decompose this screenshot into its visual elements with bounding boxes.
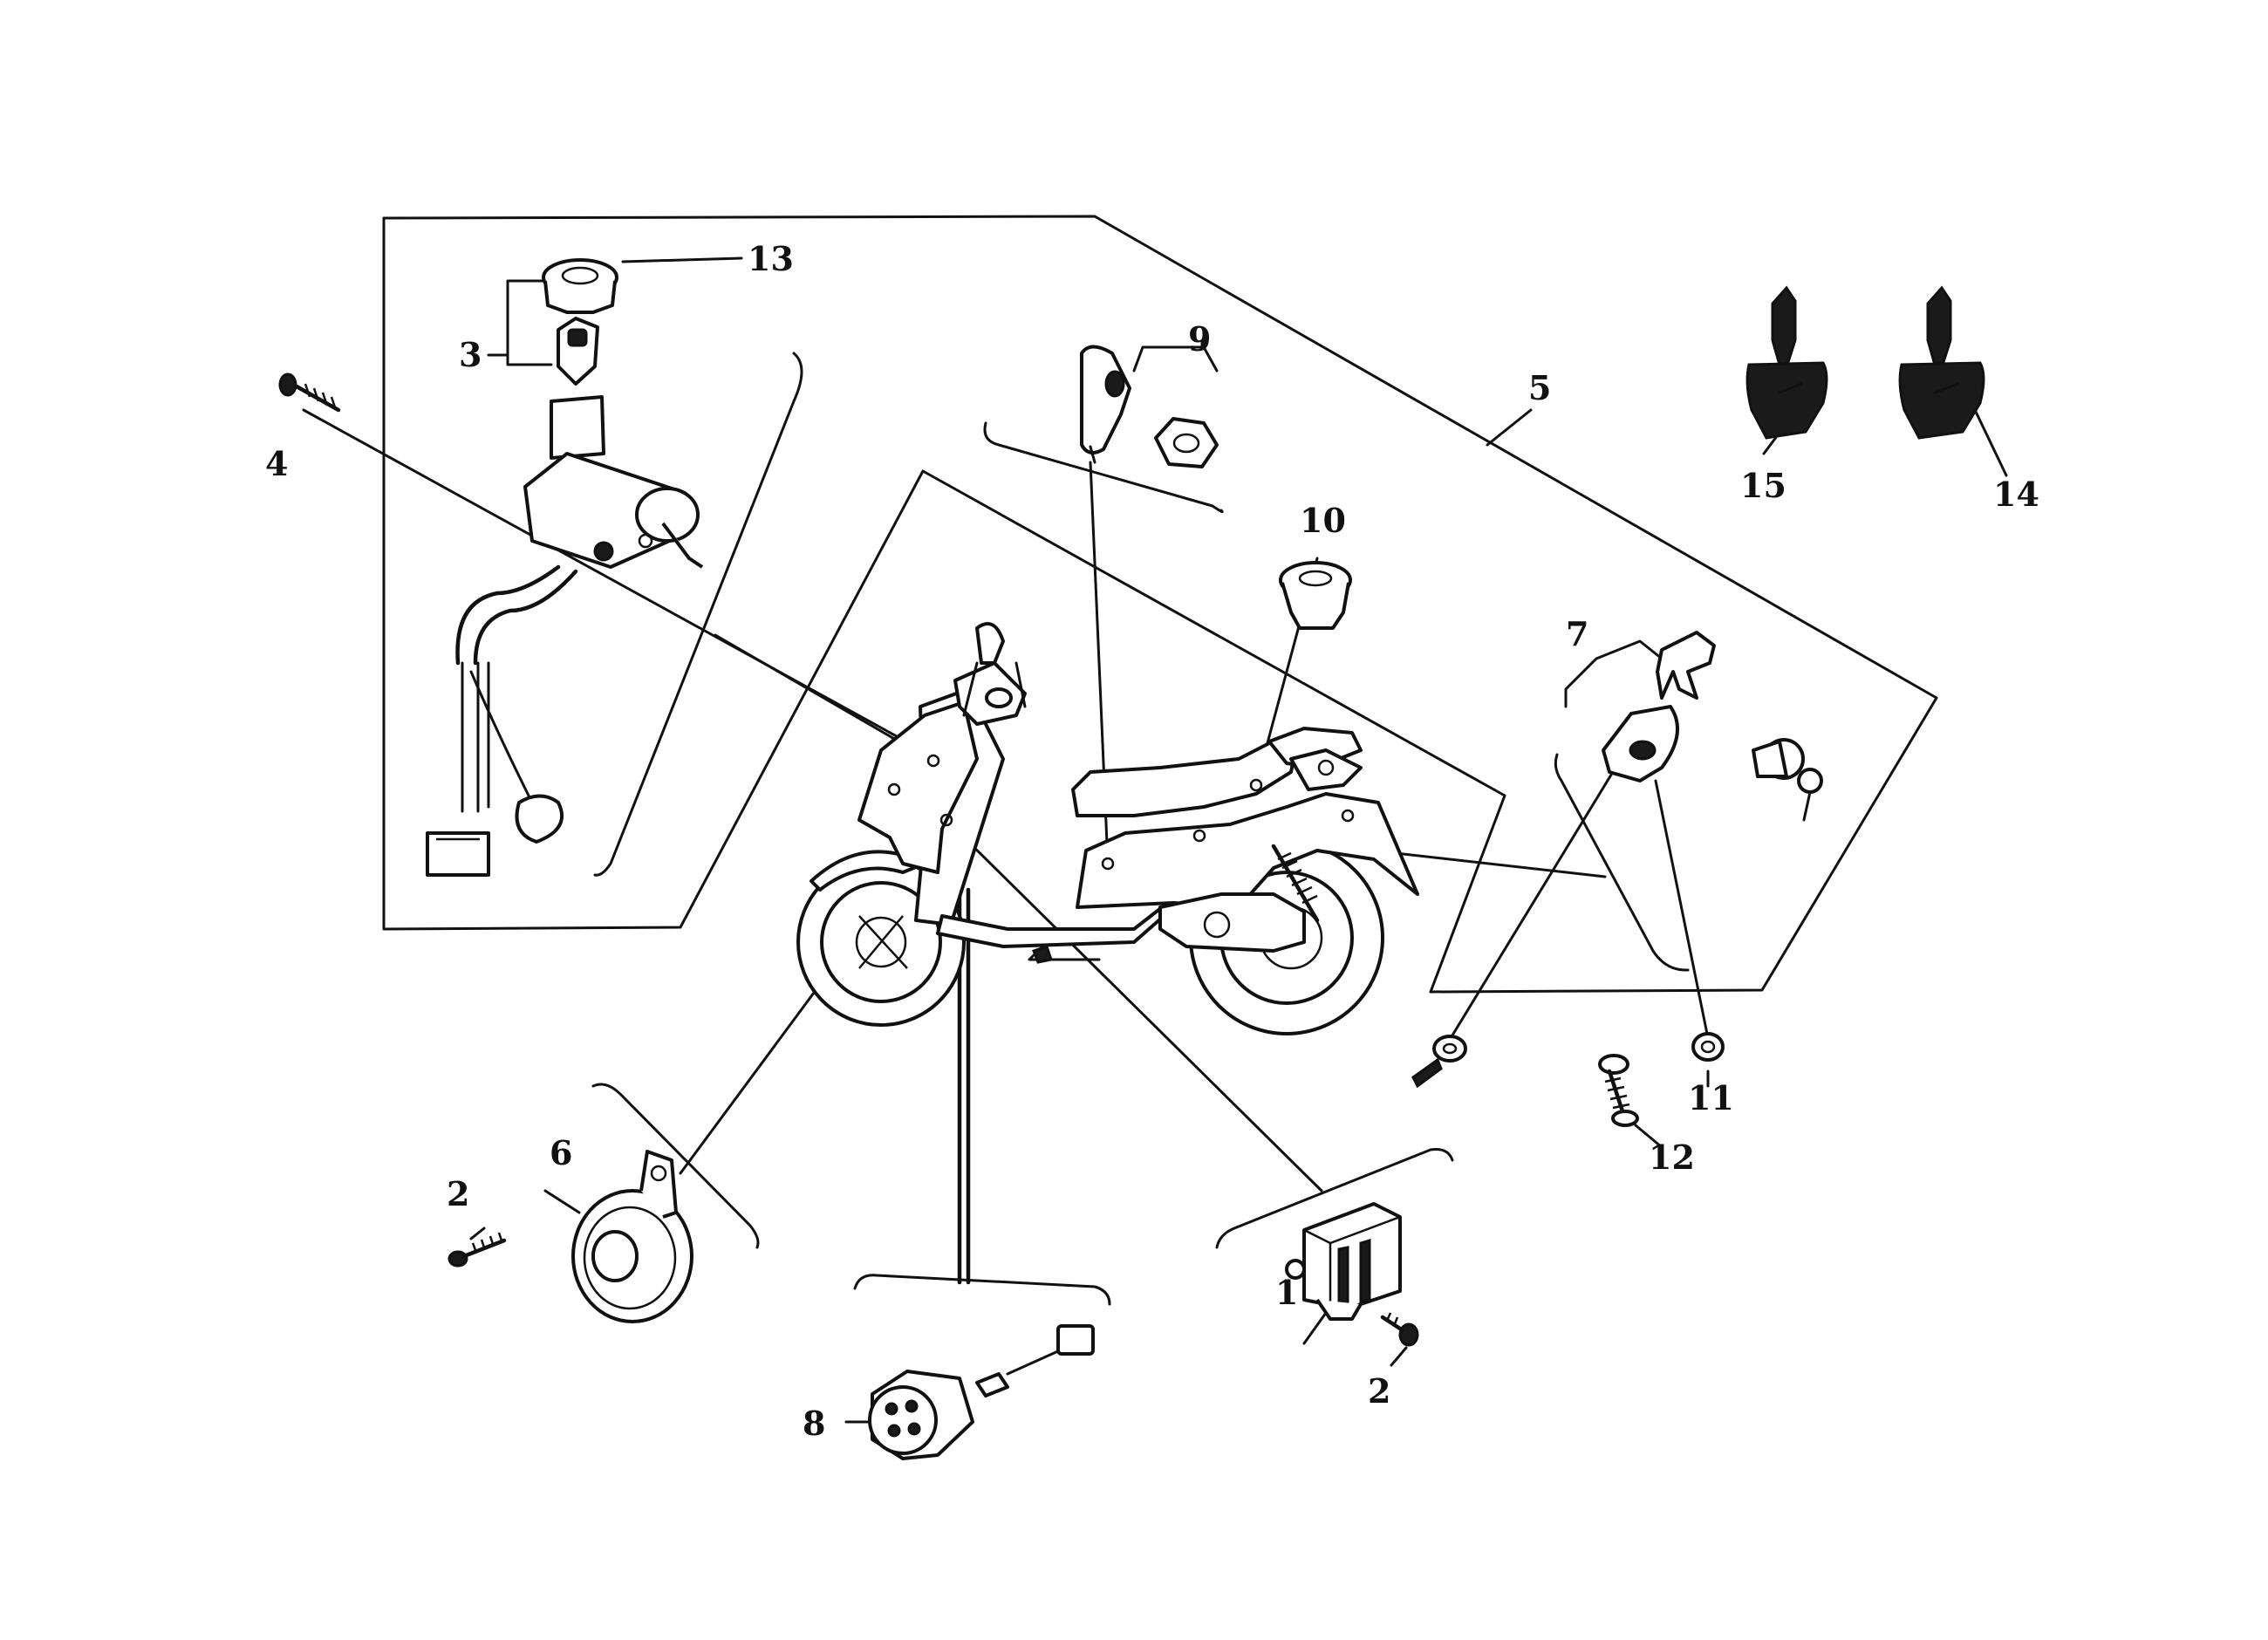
bracket-8 (853, 1274, 1111, 1306)
leader-1-label (1302, 1311, 1328, 1345)
leader-14 (1974, 410, 2008, 477)
label-part-4: 4 (265, 444, 288, 483)
part-1-relay (1285, 1202, 1402, 1321)
bracket-9 (983, 421, 1224, 514)
bracket-6 (591, 1083, 760, 1249)
scooter-illustration (796, 622, 1419, 1035)
part-4-screw (278, 372, 341, 413)
bracket-9b (1132, 345, 1219, 372)
label-part-5: 5 (1528, 368, 1551, 407)
bracket-7b (1564, 639, 1663, 708)
bracket-7 (1554, 753, 1690, 972)
leader-5 (1486, 408, 1533, 447)
outline-ignition-box (382, 216, 1506, 994)
group-outlines (382, 215, 1938, 1306)
outline-main-kit (382, 215, 1938, 994)
leader-4 (302, 408, 939, 761)
bracket-ignition (593, 352, 803, 877)
part-11-washers (1411, 1032, 1725, 1089)
label-part-7: 7 (1566, 614, 1588, 653)
label-part-10: 10 (1300, 501, 1346, 540)
part-10-grommet (1279, 561, 1352, 630)
part-8-switch (868, 1324, 1095, 1460)
label-part-11: 11 (1688, 1078, 1734, 1117)
part-2-screw-horn (447, 1232, 507, 1268)
leader-lines (302, 256, 2008, 1424)
part-13-lock-cover (542, 258, 618, 314)
label-part-12: 12 (1649, 1138, 1695, 1177)
label-part-6: 6 (550, 1133, 572, 1172)
part-labels: 1 2 2 3 4 5 6 7 8 9 10 11 12 13 14 15 (265, 239, 2039, 1443)
part-3-ignition-switch (426, 317, 704, 877)
leader-11b (1654, 779, 1710, 1040)
part-15-key (1745, 285, 1828, 440)
leader-11a (1446, 762, 1620, 1044)
label-part-3: 3 (459, 335, 482, 374)
leader-13 (621, 256, 743, 263)
part-2-screw-relay (1380, 1312, 1419, 1347)
bracket-3 (506, 279, 553, 366)
label-part-14: 14 (1993, 475, 2039, 514)
bracket-1 (1215, 1148, 1454, 1249)
label-part-8: 8 (803, 1404, 825, 1443)
part-6-horn (571, 1150, 693, 1323)
part-9-lock-nut (1080, 345, 1219, 468)
part-7-seat-lock (1602, 631, 1823, 822)
label-part-15: 15 (1740, 466, 1786, 505)
label-part-13: 13 (748, 239, 794, 278)
part-14-key (1898, 285, 1985, 440)
leader-12 (1634, 1124, 1663, 1149)
label-part-2-relay: 2 (1368, 1371, 1390, 1411)
leader-2b (1390, 1346, 1408, 1367)
label-part-2-horn: 2 (447, 1174, 469, 1213)
part-12-bolt (1598, 1054, 1639, 1127)
leader-6-label (543, 1189, 581, 1214)
label-part-1: 1 (1275, 1273, 1298, 1312)
leader-1 (949, 823, 1323, 1192)
leader-2a (469, 1227, 486, 1240)
label-part-9: 9 (1188, 319, 1211, 359)
